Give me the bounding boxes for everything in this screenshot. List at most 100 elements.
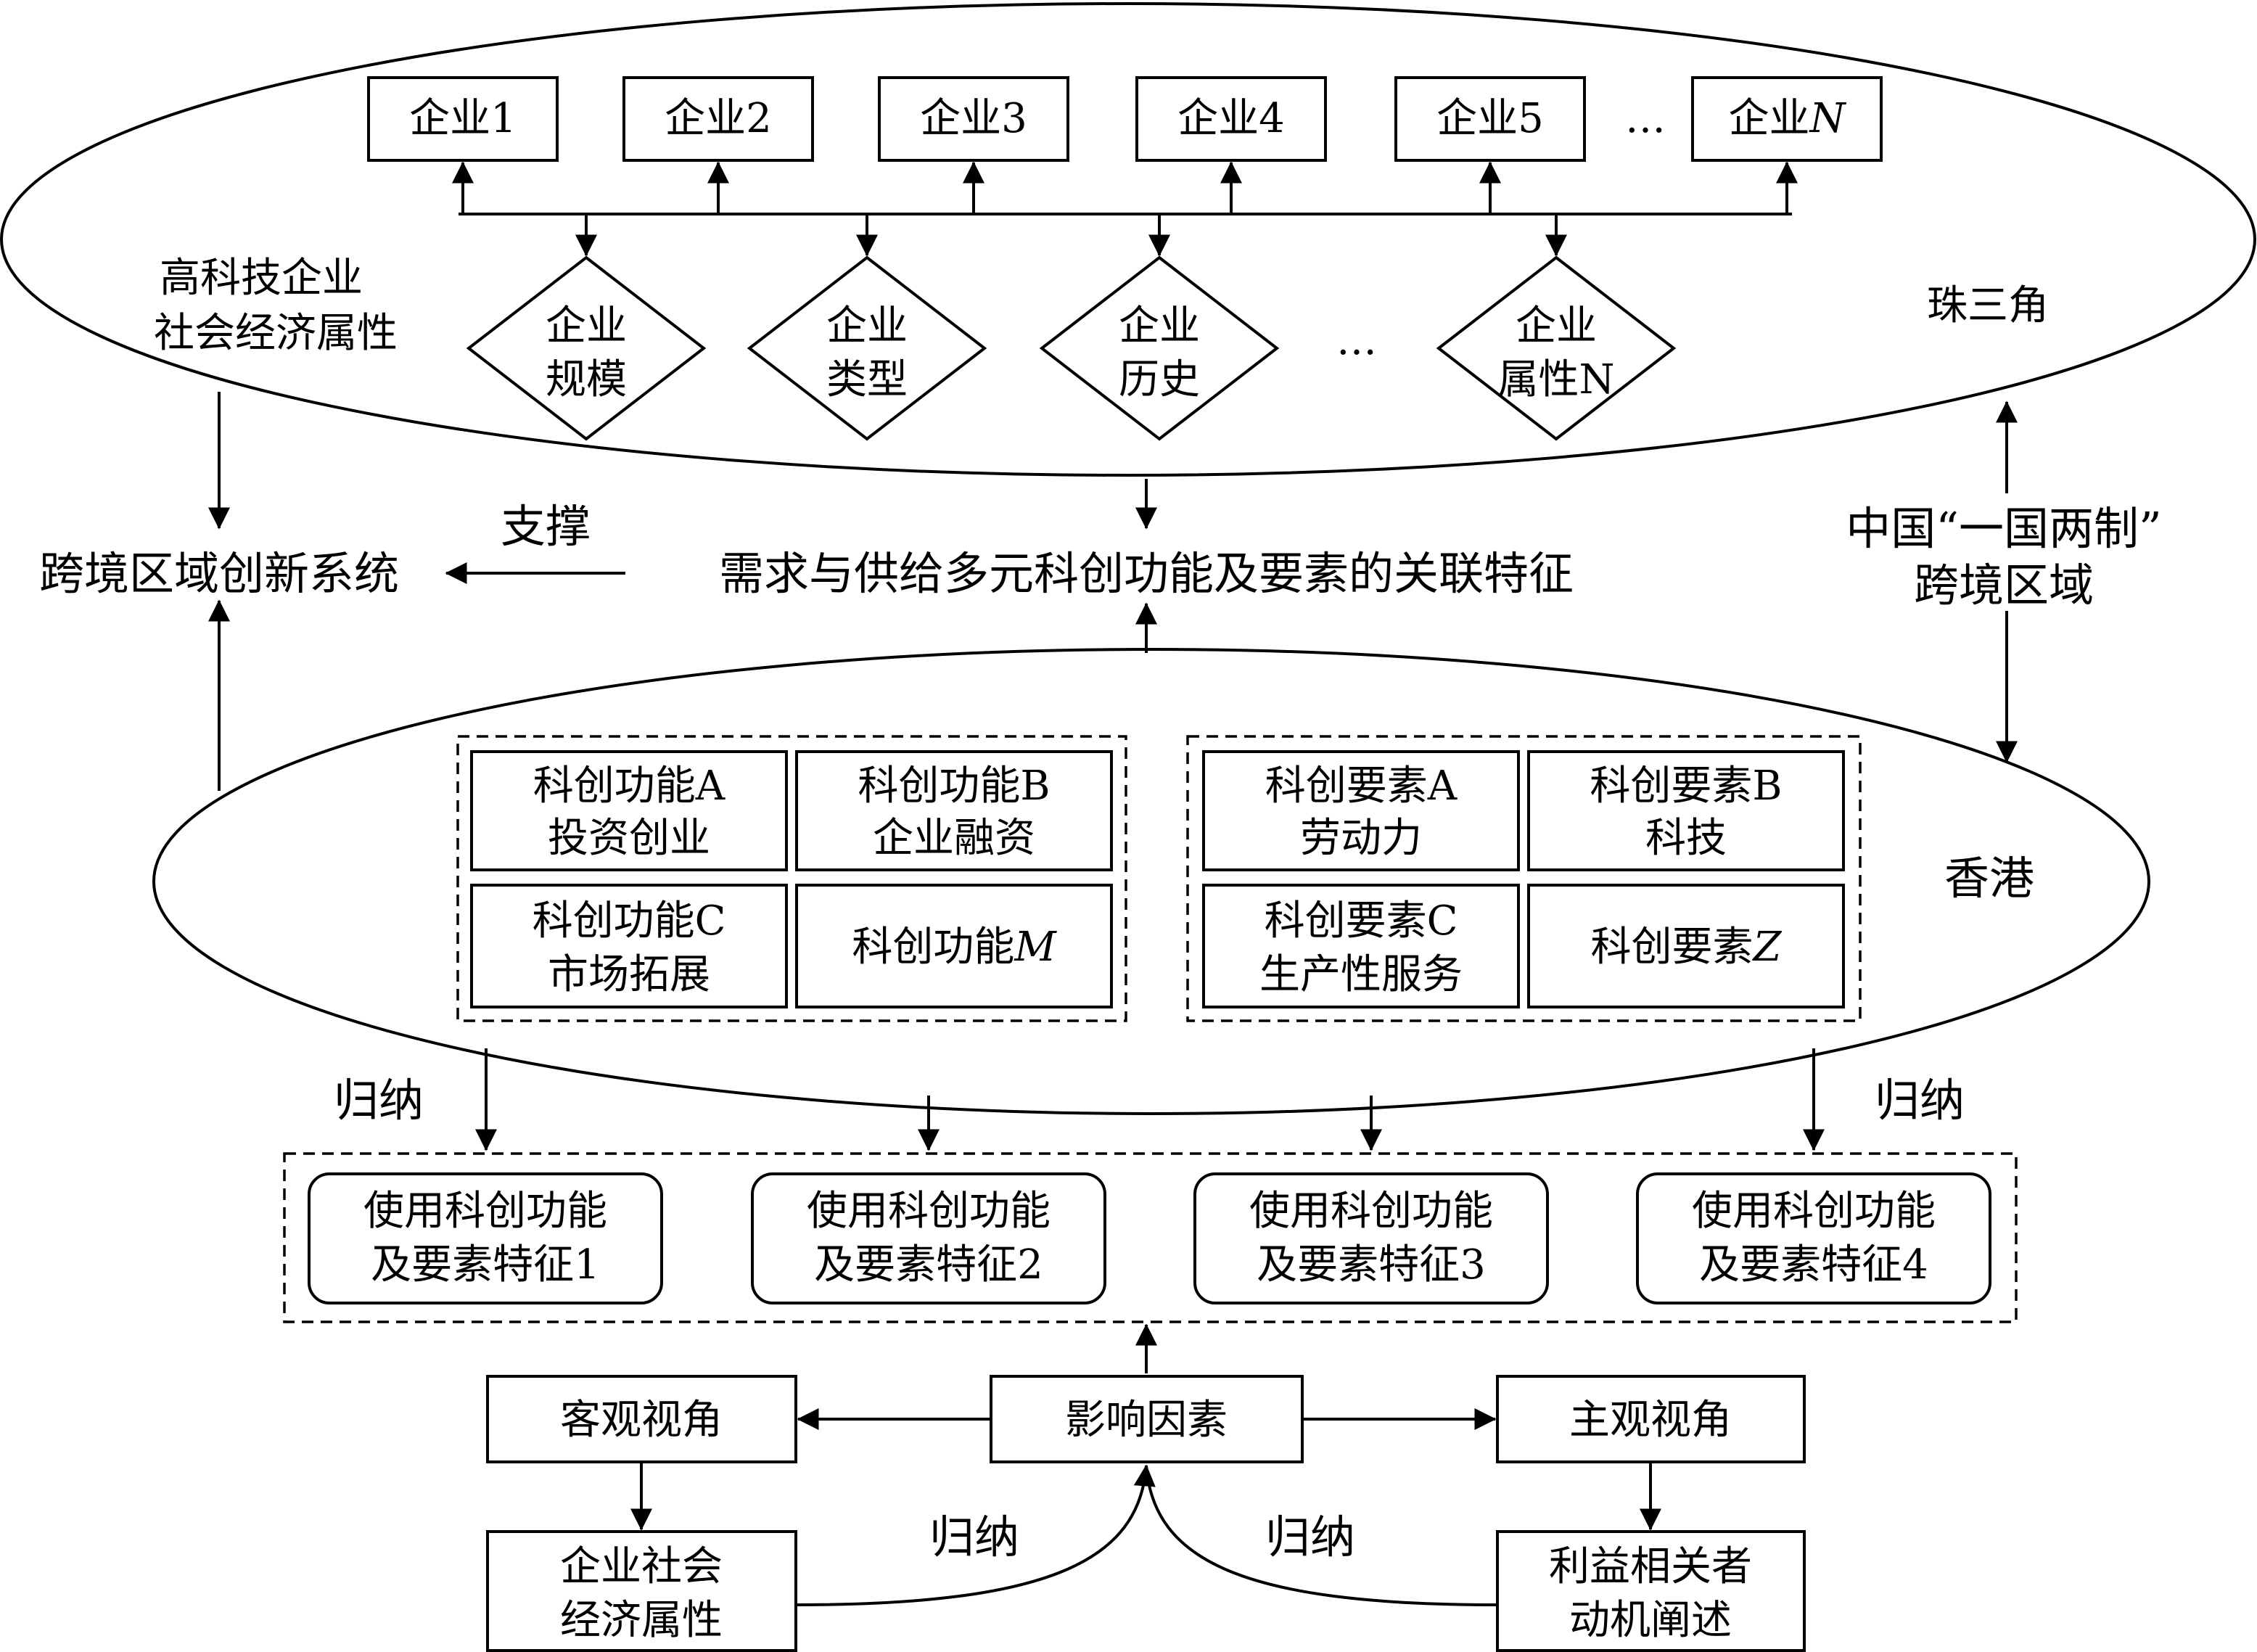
- enterprise-label-4: 企业4: [1177, 95, 1285, 142]
- enterprise-bus: [452, 161, 1798, 257]
- function-c-line2: 市场拓展: [548, 951, 710, 998]
- attribute-diamond-2: [747, 255, 987, 441]
- enterprise-box-2: [622, 76, 814, 162]
- hitech-label-line1: 高科技企业: [160, 255, 363, 302]
- function-box-a: [470, 750, 788, 871]
- attribute-2-line2: 类型: [826, 356, 908, 403]
- attribute-diamond-1: [466, 255, 707, 441]
- correlation-label: 需求与供给多元科创功能及要素的关联特征: [719, 547, 1574, 600]
- socio-economic-line2: 经济属性: [560, 1597, 723, 1644]
- element-box-c: [1202, 884, 1520, 1008]
- pearl-delta-ellipse: [0, 2, 2256, 477]
- stakeholder-line1: 利益相关者: [1549, 1543, 1752, 1590]
- induction-label-left: 归纳: [334, 1074, 424, 1127]
- hong-kong-ellipse: [152, 648, 2150, 1115]
- enterprise-box-4: [1135, 76, 1327, 162]
- innovation-functions: 科创功能A 投资创业 科创功能B 企业融资 科创功能C 市场拓展 科创功能M: [470, 750, 1113, 1008]
- element-c-line1: 科创要素C: [1265, 897, 1458, 945]
- feature-box-2: [751, 1172, 1106, 1304]
- enterprise-label-n-prefix: 企业: [1729, 95, 1810, 142]
- enterprise-ellipsis: …: [1625, 95, 1666, 142]
- feature-1-line2: 及要素特征1: [371, 1241, 600, 1289]
- innovation-system-label: 跨境区域创新系统: [39, 547, 399, 600]
- function-c-line1: 科创功能C: [533, 897, 726, 945]
- enterprise-label-n-suffix: N: [1809, 95, 1847, 142]
- function-b-line2: 企业融资: [873, 815, 1035, 862]
- attribute-diamond-n: [1436, 255, 1677, 441]
- function-m-suffix: M: [1014, 924, 1057, 971]
- feature-box-1: [308, 1172, 663, 1304]
- element-b-line1: 科创要素B: [1590, 763, 1782, 810]
- influence-section: 影响因素 客观视角 主观视角 企业社会 经济属性 利益相关者 动机阐述: [486, 1375, 1806, 1652]
- enterprise-label-3: 企业3: [920, 95, 1027, 142]
- enterprise-box-n: [1691, 76, 1883, 162]
- support-label: 支撑: [501, 500, 591, 553]
- region-label-line2: 跨境区域: [1914, 559, 2094, 612]
- attribute-diamond-3: [1039, 255, 1280, 441]
- element-a-line2: 劳动力: [1300, 815, 1422, 862]
- function-box-c: [470, 884, 788, 1008]
- influence-label: 影响因素: [1065, 1397, 1228, 1444]
- features-group-frame: [283, 1152, 2018, 1323]
- innovation-elements: 科创要素A 劳动力 科创要素B 科技 科创要素C 生产性服务 科创要素Z: [1202, 750, 1845, 1008]
- attribute-2-line1: 企业: [826, 303, 908, 350]
- attribute-3-line1: 企业: [1119, 303, 1200, 350]
- element-z-prefix: 科创要素: [1591, 924, 1754, 971]
- induction-label-right: 归纳: [1875, 1074, 1965, 1127]
- middle-connectors: [208, 392, 2018, 791]
- feature-3-line2: 及要素特征3: [1257, 1241, 1486, 1289]
- attribute-n-line1: 企业: [1516, 303, 1597, 350]
- stakeholder-box: [1496, 1530, 1806, 1652]
- function-box-b: [795, 750, 1113, 871]
- attribute-n-line2: 属性N: [1498, 356, 1615, 403]
- attribute-1-line1: 企业: [546, 303, 627, 350]
- function-a-line1: 科创功能A: [533, 763, 725, 810]
- element-b-line2: 科技: [1645, 815, 1727, 862]
- functions-group-frame: [456, 735, 1127, 1022]
- element-c-line2: 生产性服务: [1259, 951, 1463, 998]
- subjective-label: 主观视角: [1569, 1397, 1732, 1444]
- curve-stakeholder-to-influence: [1145, 1465, 1498, 1606]
- objective-box: [486, 1375, 797, 1463]
- function-a-line2: 投资创业: [548, 815, 710, 862]
- feature-box-4: [1636, 1172, 1991, 1304]
- enterprise-box-3: [878, 76, 1069, 162]
- usage-features: 使用科创功能 及要素特征1 使用科创功能 及要素特征2 使用科创功能 及要素特征…: [308, 1172, 1991, 1304]
- hong-kong-label: 香港: [1944, 852, 2034, 905]
- element-a-line1: 科创要素A: [1265, 763, 1458, 810]
- attribute-ellipsis: …: [1336, 317, 1377, 364]
- feature-1-line1: 使用科创功能: [363, 1188, 607, 1235]
- element-box-a: [1202, 750, 1520, 871]
- enterprise-row: 企业1 企业2 企业3 企业4 企业5 … 企业N: [367, 76, 1883, 162]
- region-label-line1: 中国“一国两制”: [1846, 502, 2161, 555]
- element-box-z: [1527, 884, 1845, 1008]
- feature-box-3: [1193, 1172, 1549, 1304]
- stakeholder-line2: 动机阐述: [1569, 1597, 1732, 1644]
- induction-label-bottom-right: 归纳: [1265, 1511, 1355, 1563]
- enterprise-label-2: 企业2: [665, 95, 772, 142]
- curve-socio-to-influence: [795, 1464, 1156, 1606]
- feature-4-line2: 及要素特征4: [1699, 1241, 1928, 1289]
- elements-group-frame: [1186, 735, 1862, 1022]
- element-z-label: 科创要素Z: [1591, 924, 1783, 971]
- hitech-label-line2: 社会经济属性: [154, 310, 398, 357]
- feature-3-line1: 使用科创功能: [1249, 1188, 1493, 1235]
- element-z-suffix: Z: [1752, 924, 1783, 971]
- socio-economic-line1: 企业社会: [560, 1543, 723, 1590]
- attribute-3-line2: 历史: [1119, 356, 1200, 403]
- enterprise-label-5: 企业5: [1436, 95, 1544, 142]
- feature-2-line2: 及要素特征2: [814, 1241, 1043, 1289]
- enterprise-label-n: 企业N: [1729, 95, 1847, 142]
- enterprise-box-5: [1394, 76, 1586, 162]
- induction-label-bottom-left: 归纳: [929, 1511, 1019, 1563]
- objective-label: 客观视角: [560, 1397, 723, 1444]
- enterprise-label-1: 企业1: [409, 95, 517, 142]
- function-box-m: [795, 884, 1113, 1008]
- function-m-label: 科创功能M: [852, 924, 1057, 971]
- function-b-line1: 科创功能B: [858, 763, 1050, 810]
- attribute-diamonds: 企业 规模 企业 类型 企业 历史 … 企业 属性N: [466, 255, 1677, 441]
- subjective-box: [1496, 1375, 1806, 1463]
- enterprise-box-1: [367, 76, 559, 162]
- feature-2-line1: 使用科创功能: [807, 1188, 1051, 1235]
- pearl-delta-label: 珠三角: [1927, 282, 2049, 329]
